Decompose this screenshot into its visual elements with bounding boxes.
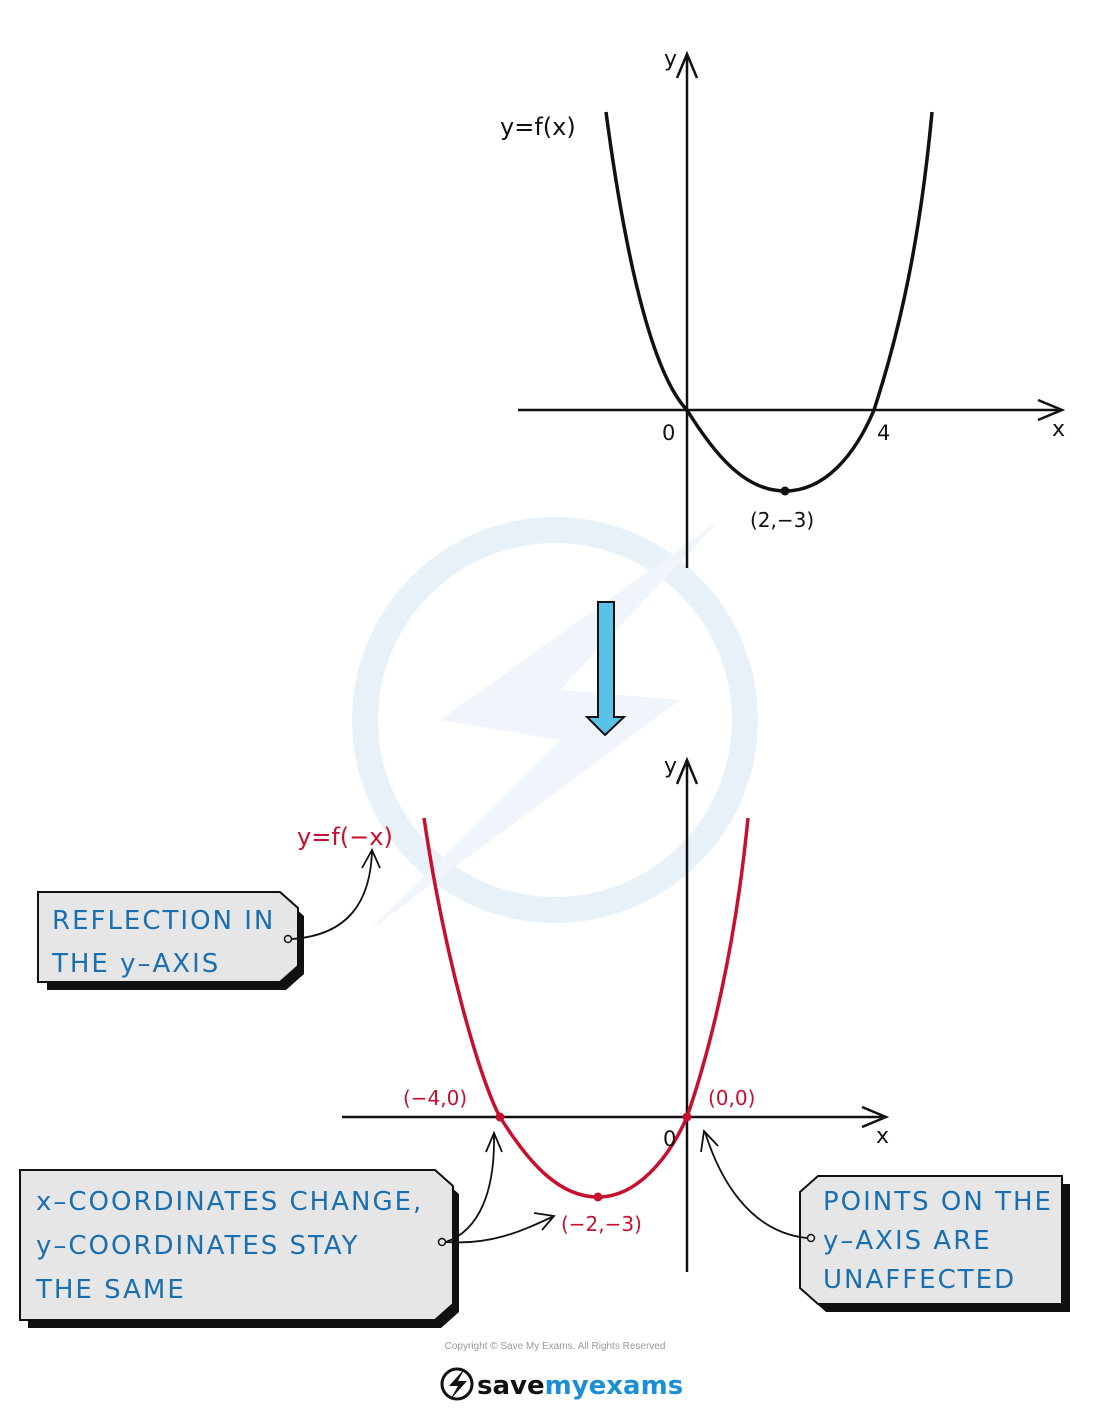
callout-coordinates-line-2: y–COORDINATES STAY — [36, 1231, 360, 1261]
callout-unaffected-line-3: UNAFFECTED — [823, 1265, 1016, 1295]
bottom-root-point — [495, 1112, 505, 1122]
callout-reflection-line-1: REFLECTION IN — [52, 906, 275, 936]
callout-coordinates-connector-2 — [445, 1216, 553, 1244]
brand-logo-text: savemyexams — [477, 1371, 683, 1401]
copyright-notice: Copyright © Save My Exams. All Rights Re… — [445, 1341, 666, 1352]
callout-reflection-line-2: THE y–AXIS — [51, 949, 220, 979]
callout-unaffected-line-1: POINTS ON THE — [823, 1187, 1053, 1217]
bottom-vertex-point — [593, 1192, 603, 1202]
top-graph: y x y=f(x) 0 4 (2,−3) — [500, 47, 1066, 568]
callout-reflection-connector — [291, 851, 373, 940]
top-origin-label: 0 — [662, 421, 675, 445]
top-y-arrowhead-icon — [675, 50, 699, 79]
bottom-x-axis-label: x — [876, 1124, 889, 1149]
top-vertex-point — [780, 486, 790, 496]
watermark — [352, 517, 758, 930]
bottom-origin-point-label: (0,0) — [708, 1086, 755, 1110]
callout-coordinates-line-3: THE SAME — [35, 1275, 186, 1305]
lightning-bolt-icon — [440, 1367, 474, 1401]
callout-reflection: REFLECTION IN THE y–AXIS — [37, 847, 381, 990]
bottom-root-label: (−4,0) — [403, 1086, 467, 1110]
top-vertex-label: (2,−3) — [750, 508, 814, 532]
bottom-y-axis-label: y — [664, 754, 677, 779]
callout-coordinates-arrowhead-1-icon — [485, 1130, 503, 1153]
bottom-curve-f-neg-x — [422, 817, 750, 1199]
bottom-y-arrowhead-icon — [675, 756, 699, 785]
callout-coordinates-connector-1 — [445, 1134, 495, 1243]
footer: Copyright © Save My Exams. All Rights Re… — [440, 1341, 683, 1401]
bottom-x-arrowhead-icon — [861, 1105, 890, 1129]
bottom-origin-label: 0 — [663, 1127, 676, 1151]
brand-my: my — [545, 1371, 589, 1401]
down-arrow-icon — [584, 601, 627, 737]
callout-unaffected-arrowhead-icon — [700, 1129, 719, 1153]
bottom-origin-point — [682, 1112, 692, 1122]
brand-save: save — [477, 1371, 545, 1401]
callout-unaffected-connector — [704, 1131, 808, 1239]
bottom-graph: y x y=f(−x) 0 (−4,0) (0,0) (−2,−3) — [297, 754, 890, 1272]
callout-coordinates-pin-icon — [437, 1237, 447, 1247]
callout-reflection-arrowhead-icon — [361, 847, 381, 869]
top-y-axis-label: y — [664, 47, 677, 72]
callout-coordinates-arrowhead-2-icon — [533, 1212, 556, 1231]
bottom-vertex-label: (−2,−3) — [561, 1212, 642, 1236]
callout-unaffected-pin-icon — [806, 1233, 816, 1243]
bottom-curve-label: y=f(−x) — [297, 823, 393, 851]
top-x-arrowhead-icon — [1037, 398, 1066, 422]
brand-exams: exams — [589, 1371, 684, 1401]
top-x-axis-label: x — [1052, 417, 1065, 442]
callout-coordinates-line-1: x–COORDINATES CHANGE, — [36, 1187, 423, 1217]
callout-unaffected-line-2: y–AXIS ARE — [823, 1226, 992, 1256]
top-root-label: 4 — [877, 421, 890, 445]
callout-reflection-pin-icon — [283, 934, 293, 944]
callout-coordinates: x–COORDINATES CHANGE, y–COORDINATES STAY… — [19, 1130, 556, 1328]
callout-unaffected: POINTS ON THE y–AXIS ARE UNAFFECTED — [700, 1129, 1070, 1312]
top-curve-label: y=f(x) — [500, 113, 576, 141]
